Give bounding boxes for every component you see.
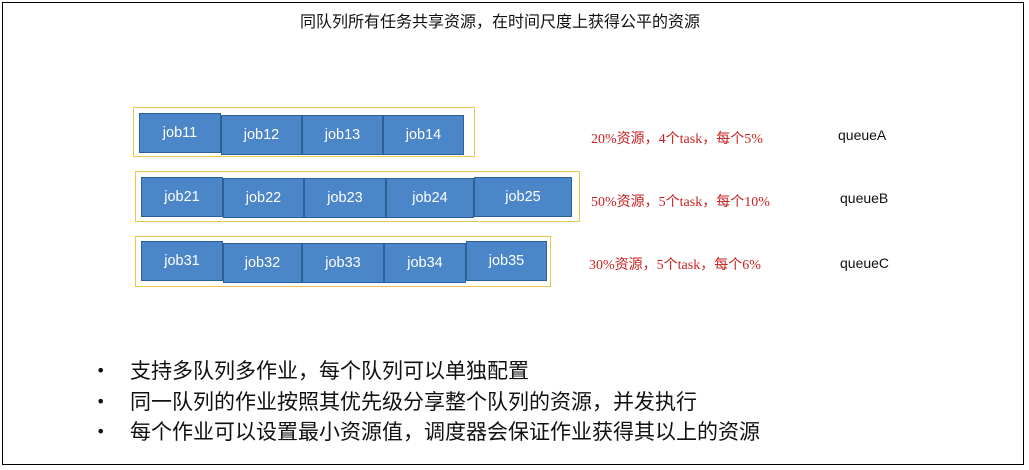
- job-box: job24: [386, 178, 474, 218]
- queue-a-box: [133, 107, 475, 157]
- bullet-text: 同一队列的作业按照其优先级分享整个队列的资源，并发执行: [130, 389, 697, 414]
- job-box: job22: [223, 178, 304, 218]
- job-box: job14: [383, 115, 464, 155]
- queue-c-label: queueC: [840, 255, 890, 271]
- job-box: job13: [302, 115, 383, 155]
- bullet-item: • 同一队列的作业按照其优先级分享整个队列的资源，并发执行: [96, 387, 760, 418]
- queue-c-box: [135, 236, 551, 287]
- bullet-item: • 每个作业可以设置最小资源值，调度器会保证作业获得其以上的资源: [96, 417, 760, 448]
- bullet-icon: •: [96, 422, 106, 441]
- slide-title: 同队列所有任务共享资源，在时间尺度上获得公平的资源: [299, 12, 700, 31]
- job-box: job12: [221, 115, 302, 155]
- queue-a-label: queueA: [838, 127, 887, 143]
- job-box: job35: [466, 241, 547, 281]
- job-box: job11: [139, 113, 221, 153]
- job-box: job34: [384, 243, 466, 283]
- bullet-item: • 支持多队列多作业，每个队列可以单独配置: [96, 356, 760, 387]
- job-box: job32: [223, 243, 302, 283]
- job-box: job33: [302, 243, 384, 283]
- queue-a-resource-text: 20%资源，4个task，每个5%: [591, 132, 763, 147]
- bullet-icon: •: [96, 361, 106, 380]
- queue-b-box: [135, 171, 580, 222]
- bullet-text: 支持多队列多作业，每个队列可以单独配置: [130, 359, 529, 383]
- bullet-list: • 支持多队列多作业，每个队列可以单独配置 • 同一队列的作业按照其优先级分享整…: [96, 356, 760, 448]
- job-box: job21: [141, 177, 223, 217]
- slide-frame: [2, 2, 1024, 465]
- queue-b-resource-text: 50%资源，5个task，每个10%: [591, 195, 770, 210]
- job-box: job31: [141, 241, 223, 281]
- job-box: job23: [304, 178, 386, 218]
- bullet-icon: •: [96, 391, 106, 411]
- bullet-text: 每个作业可以设置最小资源值，调度器会保证作业获得其以上的资源: [130, 420, 760, 444]
- job-box: job25: [474, 177, 572, 217]
- queue-b-label: queueB: [840, 190, 889, 206]
- queue-c-resource-text: 30%资源，5个task，每个6%: [589, 258, 761, 273]
